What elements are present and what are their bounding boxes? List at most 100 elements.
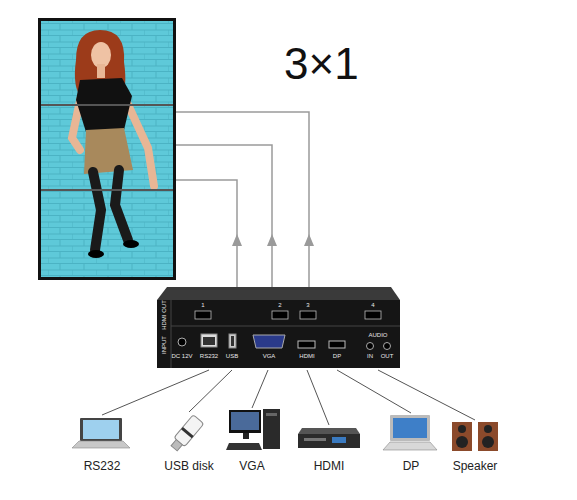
port-label: DC 12V (171, 353, 192, 360)
connector-line (307, 370, 329, 425)
laptop-icon (72, 418, 130, 448)
port-label: 2 (278, 302, 281, 309)
usb-hole (231, 336, 234, 346)
laptop-display (393, 418, 427, 438)
pc-icon (226, 409, 280, 450)
output-wire (176, 112, 309, 300)
keyboard (226, 443, 262, 450)
panel-divider (41, 104, 173, 106)
connector-line (337, 370, 411, 413)
controller-box (157, 287, 400, 368)
port-label: HDMI (299, 353, 314, 360)
neck (97, 64, 105, 78)
rj45-hole (203, 337, 215, 345)
leg (93, 172, 101, 250)
device-label: RS232 (50, 459, 154, 473)
port-label: USB (226, 353, 238, 360)
port-label: 4 (371, 302, 374, 309)
laptop-display (83, 420, 119, 439)
dc-jack (178, 338, 186, 346)
panel-line (171, 326, 400, 327)
device-label: VGA (202, 459, 302, 473)
port-label: INPUT (161, 336, 168, 354)
output-arrows (232, 234, 314, 246)
arrow-head (304, 234, 314, 246)
video-wall (38, 18, 176, 280)
laptop-base (72, 441, 130, 448)
monitor-display (231, 412, 259, 430)
monitor (229, 410, 261, 433)
speaker-icon (452, 422, 498, 451)
usb-disk-icon (169, 415, 204, 453)
port-label: OUT (381, 353, 394, 360)
arrow-head (267, 234, 277, 246)
dvd-tray (304, 438, 326, 441)
audio-jack (367, 343, 374, 350)
hdmi-port (365, 311, 381, 319)
box-front (157, 300, 400, 368)
port-label: AUDIO (368, 332, 387, 339)
port-label: VGA (263, 353, 276, 360)
usb-plug (171, 440, 182, 451)
device-label: Speaker (428, 459, 522, 473)
hdmi-port (195, 311, 211, 319)
rj45-port (201, 334, 217, 347)
audio-jack (384, 343, 391, 350)
device-label: USB disk (140, 459, 238, 473)
box-top (157, 287, 400, 300)
controller-box: HDMI OUT 1 2 3 4INPUT AUDIO DC 12V RS232 USB VGA H… (155, 285, 400, 370)
dvd-front (298, 434, 360, 448)
device-label: HDMI (276, 459, 382, 473)
shoe (88, 250, 104, 258)
device-node: RS232 (70, 415, 134, 473)
brick-background (41, 21, 173, 277)
connector-line (102, 370, 209, 415)
connector-line (252, 370, 268, 408)
tweeter (458, 425, 466, 433)
panel-line (171, 300, 172, 368)
dvd-player-icon (298, 428, 360, 448)
woofer (456, 436, 468, 448)
port-label: RS232 (200, 353, 218, 360)
woofer (482, 436, 494, 448)
laptop-icon (383, 415, 437, 450)
dvd-display (332, 437, 346, 443)
leg (115, 170, 128, 240)
usb-port (229, 334, 236, 348)
dp-port (329, 341, 345, 348)
arrow-head (232, 234, 242, 246)
laptop-screen (80, 418, 122, 441)
hdmi-port (300, 311, 316, 319)
laptop-base (383, 442, 437, 450)
vga-port (253, 335, 285, 348)
monitor-stand (243, 433, 249, 439)
woman-figure (72, 30, 154, 258)
speaker-box (478, 422, 498, 451)
speaker-box (452, 422, 472, 451)
output-wires (176, 112, 309, 300)
pc-tower (263, 409, 280, 449)
port-label: DP (333, 353, 341, 360)
port-label: 1 (201, 302, 204, 309)
dvd-top (298, 428, 360, 434)
output-wire (176, 145, 272, 300)
connector-line (378, 370, 475, 420)
title: 3×1 (284, 40, 359, 88)
device-label: DP (362, 459, 460, 473)
device-node: HDMI (296, 425, 362, 473)
device-node: Speaker (448, 420, 502, 473)
shoe (123, 240, 139, 248)
output-wire (176, 180, 237, 300)
drive-bay (266, 413, 277, 416)
device-node: DP (382, 413, 440, 473)
usb-band (181, 427, 194, 438)
panel-divider (41, 189, 173, 191)
hdmi-out-ports (195, 311, 381, 319)
port-label: HDMI OUT (161, 300, 168, 330)
hdmi-port (272, 311, 288, 319)
hdmi-in-port (298, 341, 315, 348)
wall-frame (38, 18, 176, 280)
device-node: VGA (222, 408, 282, 473)
port-label: 3 (306, 302, 309, 309)
device-node: USB disk (160, 412, 218, 473)
